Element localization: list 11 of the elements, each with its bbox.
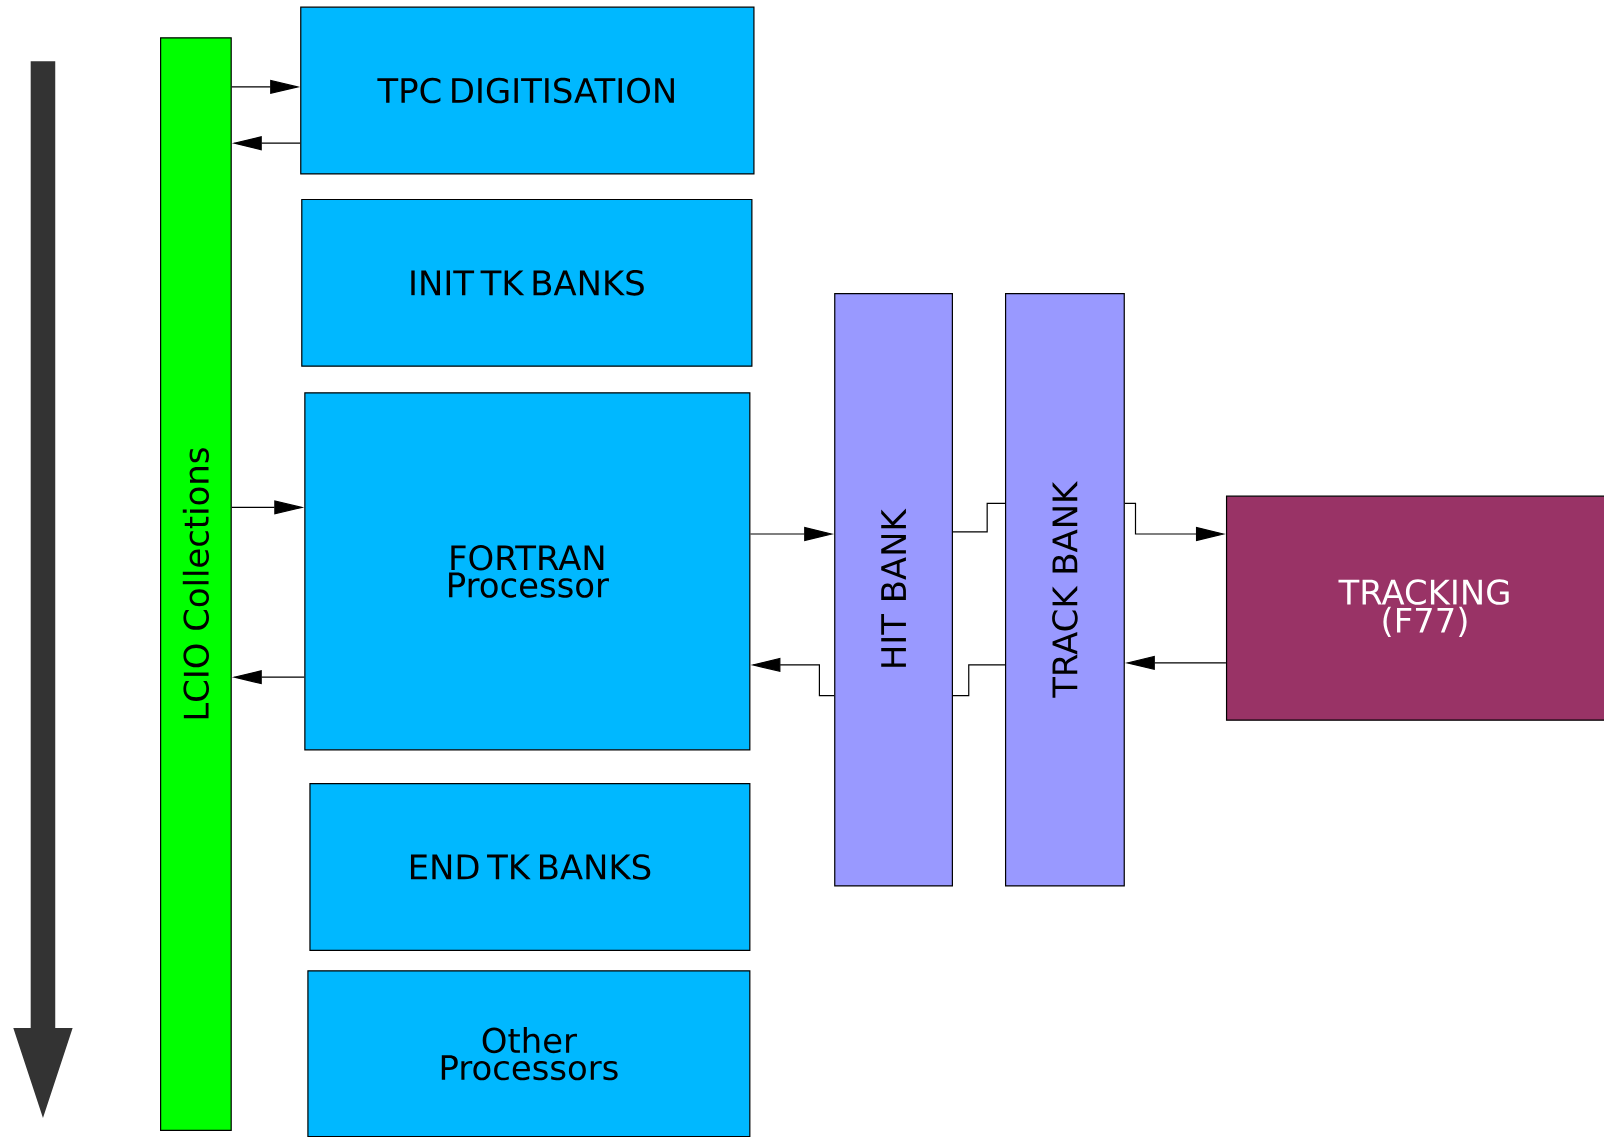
processor-box: END TK BANKS [309, 783, 751, 952]
processor-box: TPC DIGITISATION [300, 6, 755, 175]
bank-column: TRACK BANK [1005, 293, 1125, 887]
processor-box: FORTRAN Processor [304, 392, 751, 751]
connector-line [952, 664, 1006, 697]
processor-box: INIT TK BANKS [301, 199, 753, 368]
bank-column: HIT BANK [834, 293, 953, 887]
connector-line [952, 502, 1006, 533]
processor-box: Other Processors [307, 970, 751, 1138]
collection-bar: LCIO Collections [160, 37, 232, 1132]
tracking-box: TRACKING (F77) [1225, 495, 1604, 721]
